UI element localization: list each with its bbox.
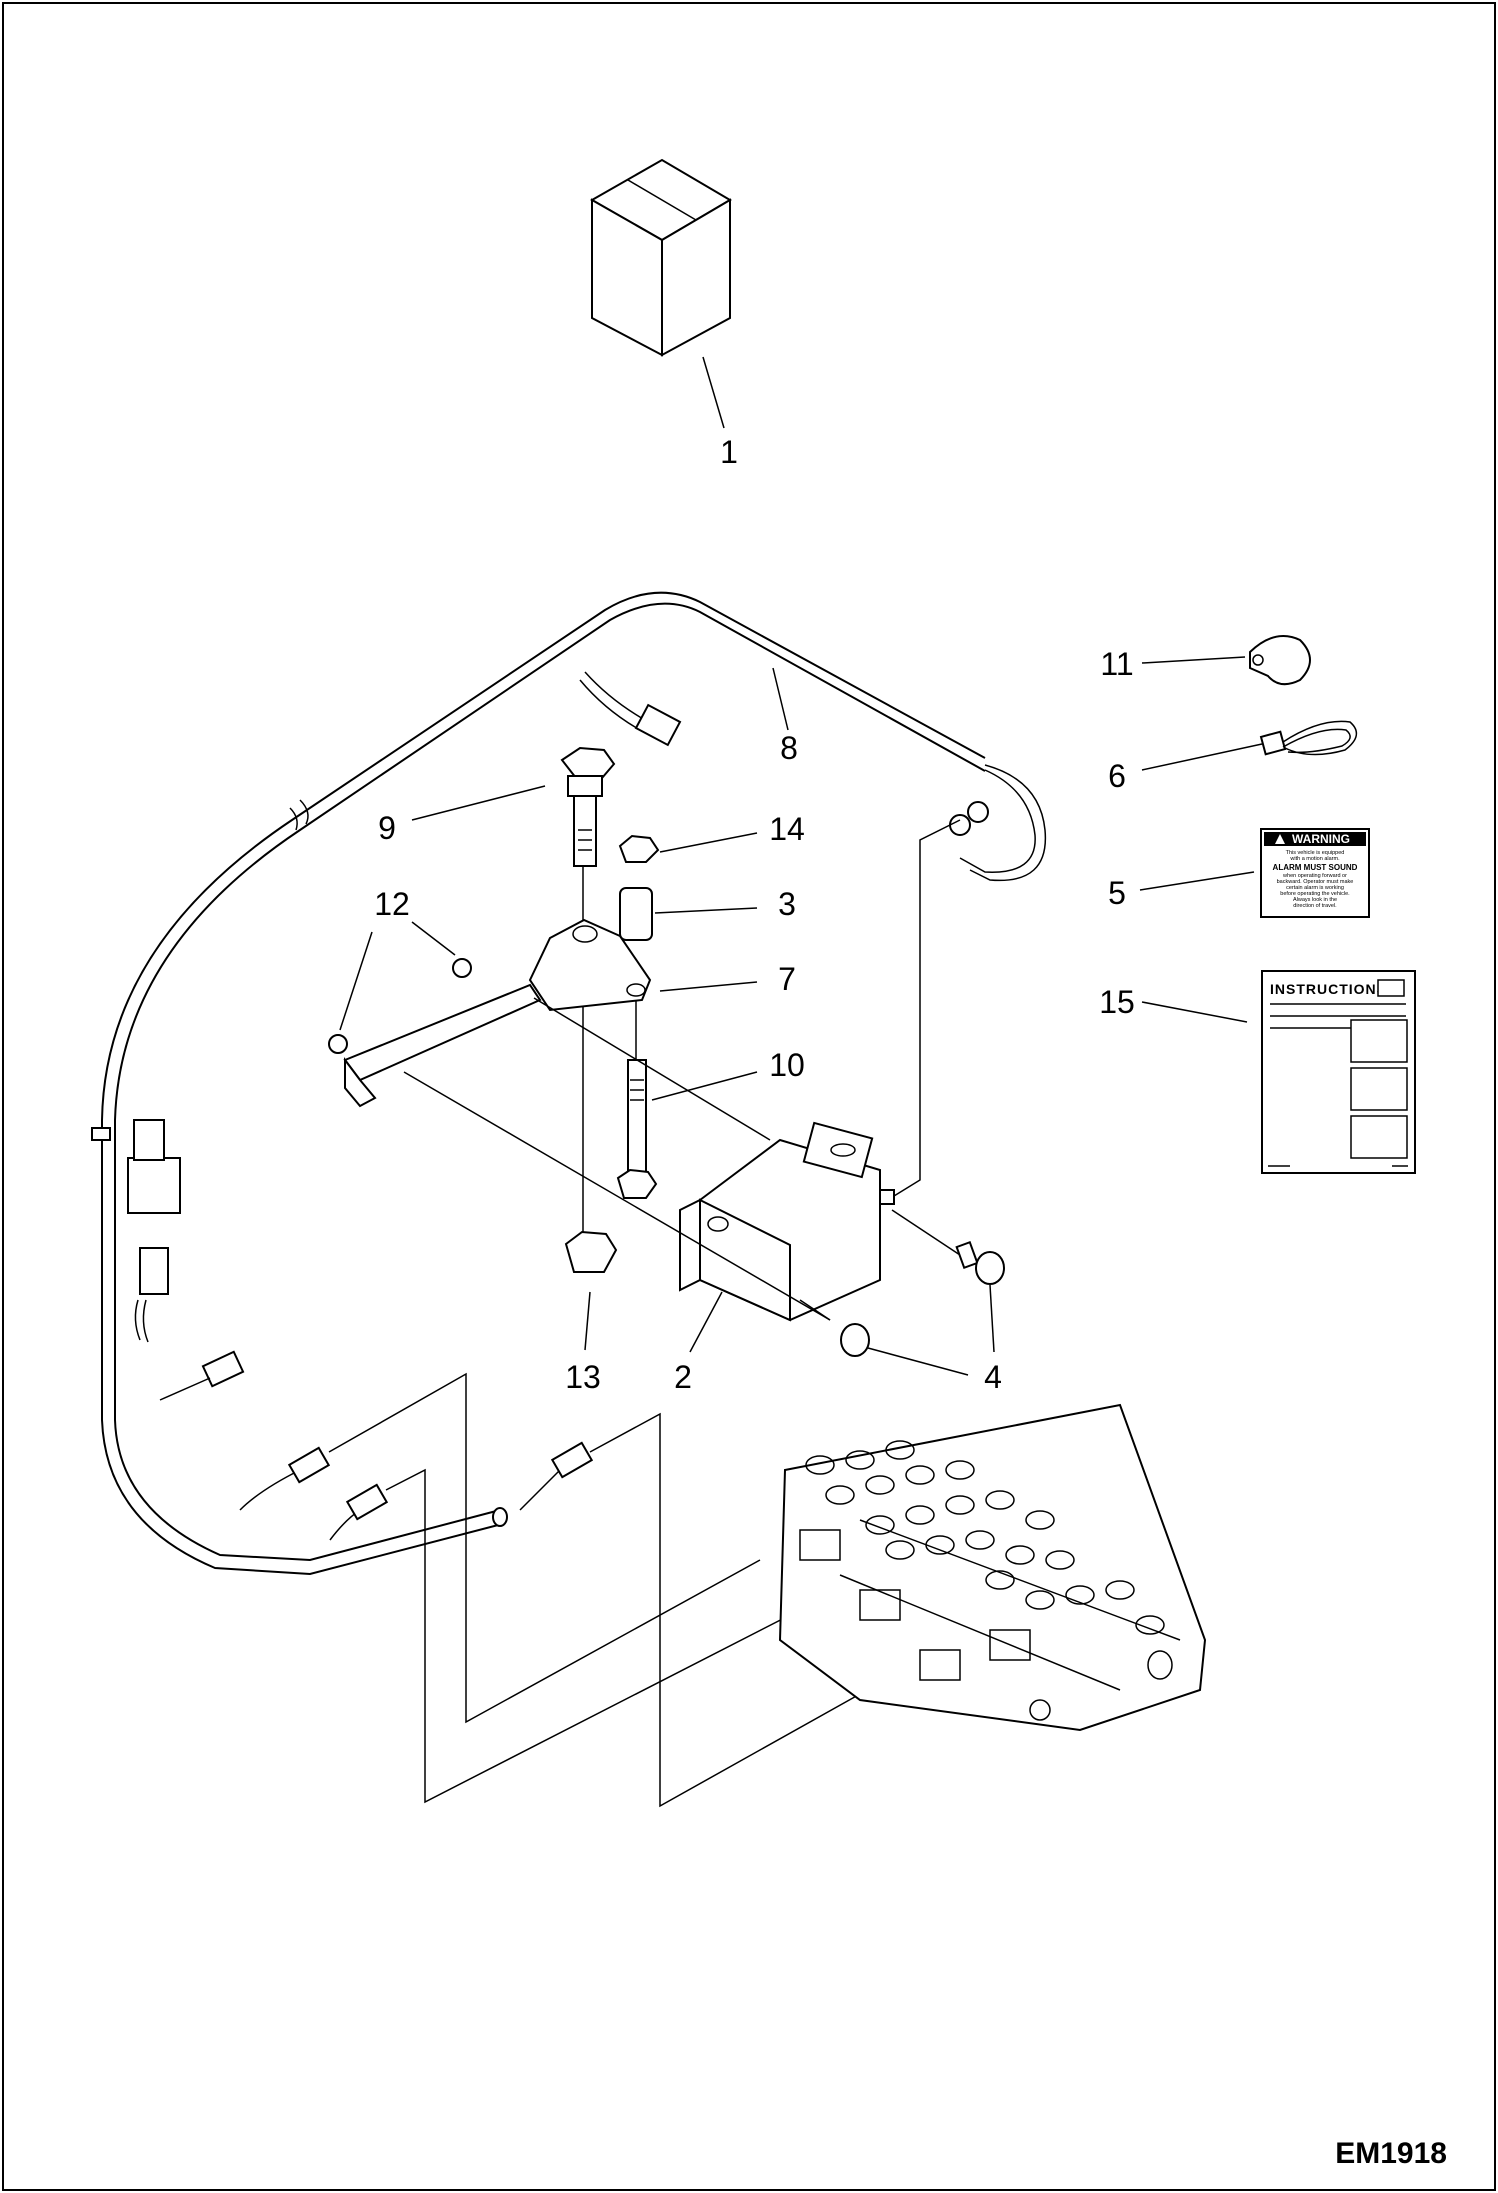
cable-clamp-11	[1249, 635, 1311, 686]
callout-3: 3	[778, 886, 796, 922]
callout-7: 7	[778, 961, 796, 997]
nut-12-left	[328, 1034, 348, 1054]
control-valve	[778, 1403, 1207, 1732]
callout-12: 12	[374, 886, 410, 922]
nut-14	[618, 834, 660, 863]
callout-6: 6	[1108, 758, 1126, 794]
callout-13: 13	[565, 1359, 601, 1395]
callout-4: 4	[984, 1359, 1002, 1395]
leader-4b	[867, 1347, 969, 1376]
callout-9: 9	[378, 810, 396, 846]
nut-12-right	[452, 958, 472, 978]
motion-alarm-2	[679, 819, 961, 1322]
screw-4-lower	[799, 1299, 870, 1357]
bolt-9	[560, 746, 616, 867]
leader-15	[1141, 1001, 1248, 1023]
decal-line8: Always look in the	[1293, 897, 1337, 903]
axis-line-b	[403, 1071, 831, 1321]
leader-8	[772, 667, 789, 731]
decal-title: WARNING	[1292, 832, 1350, 846]
decal-line1: This vehicle is equipped	[1286, 850, 1345, 856]
callout-8: 8	[780, 730, 798, 766]
leader-4a	[989, 1284, 995, 1353]
kit-carton	[589, 158, 732, 357]
bolt-10	[616, 1000, 658, 1199]
decal-line6: certain alarm is working	[1286, 885, 1344, 891]
callout-11: 11	[1100, 646, 1133, 682]
decal-line5: backward. Operator must make	[1277, 879, 1354, 885]
decal-line9: direction of travel.	[1293, 903, 1337, 909]
spacer-3	[619, 887, 653, 941]
callout-2: 2	[674, 1359, 692, 1395]
leader-1	[702, 356, 725, 429]
cable-tie-6	[1259, 720, 1358, 756]
leader-5	[1139, 871, 1255, 891]
leader-12b	[339, 931, 373, 1031]
figure-id: EM1918	[1335, 2137, 1447, 2170]
instructions-title: INSTRUCTIONS	[1270, 981, 1387, 997]
leader-6	[1141, 743, 1263, 771]
leader-11	[1141, 656, 1246, 664]
decal-line2: with a motion alarm.	[1289, 856, 1340, 862]
axis-line-a	[533, 997, 771, 1141]
bracket-7	[343, 918, 652, 1108]
callout-5: 5	[1108, 875, 1126, 911]
leader-12a	[411, 921, 456, 956]
nut-13	[564, 1230, 618, 1273]
decal-line4: when operating forward or	[1282, 873, 1347, 879]
leader-2	[689, 1291, 723, 1353]
callout-14: 14	[769, 811, 805, 847]
warning-decal-5: WARNING This vehicle is equipped with a …	[1260, 828, 1370, 918]
callout-10: 10	[769, 1047, 805, 1083]
wiring-harness	[91, 591, 1047, 1808]
leader-10	[651, 1071, 758, 1101]
callout-15: 15	[1099, 984, 1135, 1020]
leader-9	[411, 785, 546, 821]
callout-1: 1	[720, 434, 738, 470]
decal-line7: before operating the vehicle.	[1280, 891, 1350, 897]
decal-line3: ALARM MUST SOUND	[1273, 863, 1358, 872]
leader-3	[654, 907, 758, 914]
leader-14	[659, 832, 758, 853]
instructions-sheet-15: INSTRUCTIONS	[1261, 970, 1416, 1174]
screw-4-upper	[891, 1209, 1005, 1285]
leader-7	[659, 981, 758, 992]
leader-13	[584, 1291, 591, 1351]
